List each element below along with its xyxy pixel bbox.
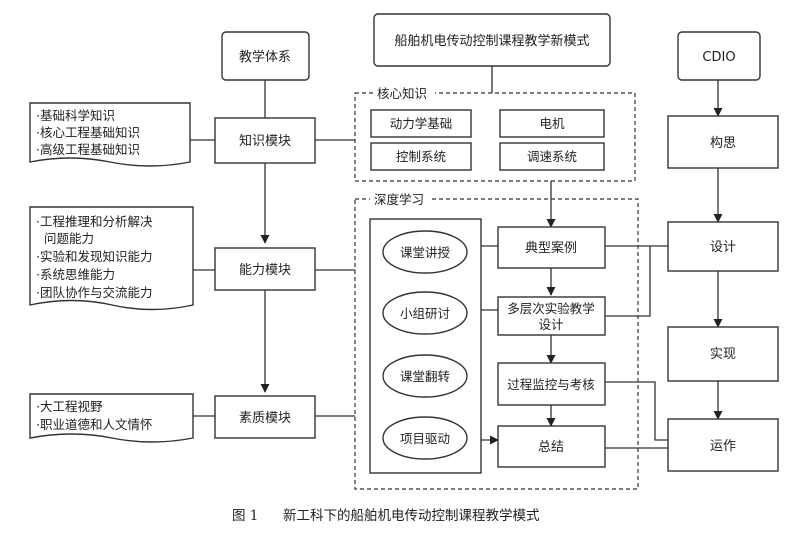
cdio-operate-node: 运作: [667, 418, 779, 472]
core-item: 控制系统: [396, 149, 446, 164]
knowledge-module-text: 知识模块: [239, 133, 291, 149]
step-typical-case: 典型案例: [525, 241, 577, 256]
knowledge-list-item: ·核心工程基础知识: [36, 125, 140, 140]
cdio-step: 构思: [710, 136, 736, 151]
teaching-system-text: 教学体系: [239, 49, 291, 65]
ability-list-item: ·工程推理和分析解决: [36, 214, 153, 229]
cdio-design-node: 设计: [667, 221, 779, 272]
knowledge-list-item: ·基础科学知识: [36, 108, 115, 123]
quality-list-box: ·大工程视野 ·职业道德和人文情怀: [29, 393, 194, 443]
step-multilevel-experiment: 多层次实验教学: [507, 301, 595, 316]
ability-module-node: 能力模块: [214, 247, 316, 291]
connector-exp-design: [605, 246, 651, 317]
connectors: [190, 66, 723, 449]
method-item: 课堂讲授: [400, 245, 451, 260]
cdio-node: CDIO: [677, 31, 761, 81]
step-multilevel-experiment-design: 设计: [538, 317, 563, 332]
core-item: 电机: [539, 116, 565, 131]
quality-module-node: 素质模块: [214, 395, 316, 439]
core-item: 动力学基础: [390, 116, 453, 131]
cdio-conceive-node: 构思: [667, 115, 779, 169]
cdio-text: CDIO: [702, 50, 735, 65]
knowledge-list-item: ·高级工程基础知识: [36, 142, 140, 157]
cdio-implement-node: 实现: [667, 326, 779, 382]
method-item: 课堂翻转: [400, 369, 450, 384]
method-item: 项目驱动: [400, 431, 450, 446]
quality-list-item: ·大工程视野: [36, 399, 103, 414]
step-monitoring-assessment: 过程监控与考核: [507, 377, 595, 392]
caption-text: 新工科下的船舶机电传动控制课程教学模式: [283, 508, 540, 524]
deep-learning-title: 深度学习: [374, 192, 424, 207]
figure-caption: 图 1 新工科下的船舶机电传动控制课程教学模式: [232, 508, 540, 524]
quality-list-item: ·职业道德和人文情怀: [36, 417, 152, 432]
ability-list-item: 问题能力: [44, 231, 94, 246]
cdio-step: 运作: [710, 439, 736, 454]
step-summary: 总结: [538, 440, 564, 455]
title-node: 船舶机电传动控制课程教学新模式: [373, 13, 611, 67]
cdio-step: 实现: [710, 347, 736, 362]
ability-module-text: 能力模块: [239, 263, 291, 278]
cdio-step: 设计: [710, 240, 736, 255]
title-text: 船舶机电传动控制课程教学新模式: [394, 33, 589, 49]
knowledge-list-box: ·基础科学知识 ·核心工程基础知识 ·高级工程基础知识: [29, 102, 191, 167]
core-item: 调速系统: [527, 149, 577, 164]
ability-list-item: ·团队协作与交流能力: [36, 285, 152, 300]
core-knowledge-title: 核心知识: [377, 86, 427, 101]
ability-list-box: ·工程推理和分析解决 问题能力 ·实验和发现知识能力 ·系统思维能力 ·团队协作…: [29, 206, 194, 311]
quality-module-text: 素质模块: [239, 411, 291, 426]
ability-list-item: ·实验和发现知识能力: [36, 249, 152, 264]
caption-label: 图 1: [232, 508, 258, 524]
ability-list-item: ·系统思维能力: [36, 267, 115, 282]
connector-monitor-operate: [605, 381, 668, 441]
teaching-system-node: 教学体系: [221, 31, 310, 81]
core-knowledge-region: 核心知识 动力学基础 电机 控制系统 调速系统: [354, 85, 636, 182]
knowledge-module-node: 知识模块: [214, 117, 316, 164]
method-item: 小组研讨: [400, 306, 450, 321]
deep-learning-region: 深度学习 课堂讲授 小组研讨 课堂翻转 项目驱动 典型案例 多层次实验教学 设计…: [354, 191, 639, 490]
